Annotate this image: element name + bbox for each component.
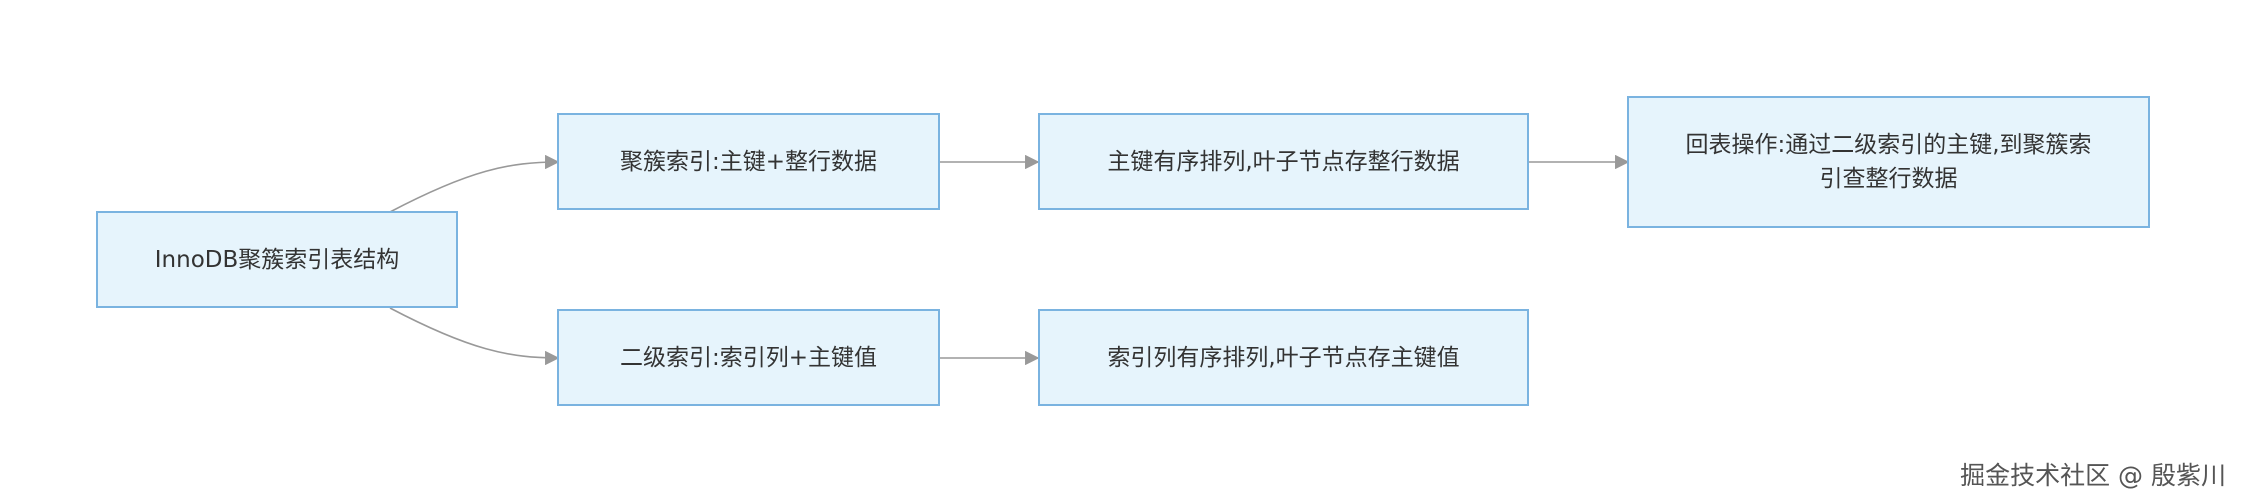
edge-root-to-secondary	[389, 307, 560, 366]
node-clustered-leaf-label: 主键有序排列,叶子节点存整行数据	[1107, 148, 1460, 175]
node-secondary-index: 二级索引:索引列+主键值	[557, 309, 940, 406]
node-secondary-index-label: 二级索引:索引列+主键值	[619, 344, 878, 371]
node-clustered-index: 聚簇索引:主键+整行数据	[557, 113, 940, 210]
node-innodb-clustered-table-label: InnoDB聚簇索引表结构	[154, 246, 400, 273]
watermark: 掘金技术社区 @ 殷紫川	[1960, 461, 2226, 490]
node-clustered-leaf: 主键有序排列,叶子节点存整行数据	[1038, 113, 1529, 210]
node-secondary-leaf: 索引列有序排列,叶子节点存主键值	[1038, 309, 1529, 406]
node-innodb-clustered-table: InnoDB聚簇索引表结构	[96, 211, 458, 308]
edge-root-to-clustered	[389, 154, 560, 213]
node-clustered-index-label: 聚簇索引:主键+整行数据	[619, 148, 878, 175]
node-secondary-leaf-label: 索引列有序排列,叶子节点存主键值	[1107, 344, 1460, 371]
node-lookup-operation: 回表操作:通过二级索引的主键,到聚簇索引查整行数据	[1627, 96, 2150, 228]
node-lookup-operation-label: 回表操作:通过二级索引的主键,到聚簇索引查整行数据	[1685, 132, 2092, 192]
